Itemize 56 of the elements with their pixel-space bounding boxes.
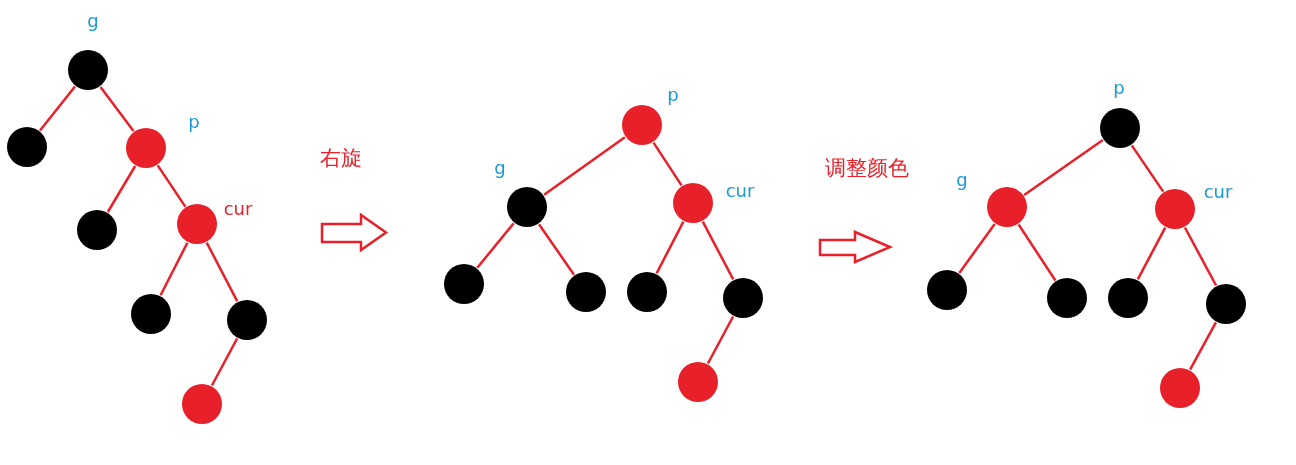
tree-node-circle (182, 384, 222, 424)
node-label: p (667, 84, 679, 106)
tree-edge (1136, 227, 1167, 280)
tree-node-circle (1155, 189, 1195, 229)
tree-edge (205, 242, 239, 302)
tree-node-circle (566, 272, 606, 312)
step-label: 调整颜色 (825, 155, 909, 181)
node-label: p (188, 111, 200, 133)
tree-edge (652, 141, 683, 187)
tree-node-circle (723, 278, 763, 318)
tree-edge (1130, 144, 1165, 193)
tree-node-circle (927, 270, 967, 310)
tree-edge (543, 136, 626, 196)
tree-node-circle (622, 105, 662, 145)
tree-node-circle (1108, 278, 1148, 318)
tree-edge (1023, 138, 1104, 197)
tree-edge (701, 221, 735, 280)
node-label: cur (223, 198, 253, 220)
tree-node-circle (68, 50, 108, 90)
tree-edge (476, 222, 515, 269)
tree-edge (1017, 223, 1057, 282)
tree-node-circle (7, 127, 47, 167)
tree-node-circle (131, 294, 171, 334)
tree-node-circle (177, 204, 217, 244)
node-label: p (1113, 77, 1125, 99)
tree-node-circle (673, 183, 713, 223)
tree-node-circle (678, 362, 718, 402)
node-label: g (956, 169, 968, 191)
node-label: g (494, 157, 506, 179)
tree-edge (958, 223, 996, 274)
tree-node-circle (1206, 284, 1246, 324)
step-label: 右旋 (320, 145, 362, 171)
tree-edge (99, 86, 135, 132)
tree-edge (106, 165, 137, 213)
tree-node-circle (126, 128, 166, 168)
tree-edge (159, 242, 189, 296)
node-label: cur (725, 180, 755, 202)
tree-edge (1189, 321, 1217, 371)
tree-node-circle (987, 187, 1027, 227)
tree-node-circle (507, 187, 547, 227)
tree-node-circle (627, 272, 667, 312)
tree-edge (156, 164, 187, 208)
tree-node-circle (227, 300, 267, 340)
tree-edge (655, 221, 685, 274)
tree-node-circle (1160, 368, 1200, 408)
node-label: g (87, 10, 99, 32)
tree-edge (210, 337, 239, 387)
tree-edge (1183, 226, 1218, 287)
tree-node-circle (444, 264, 484, 304)
node-label: cur (1203, 181, 1233, 203)
tree-edge (706, 315, 735, 365)
tree-node-circle (1100, 108, 1140, 148)
tree-edge (537, 223, 576, 276)
tree-edge (39, 85, 76, 132)
tree-node-circle (77, 210, 117, 250)
tree-node-circle (1047, 278, 1087, 318)
